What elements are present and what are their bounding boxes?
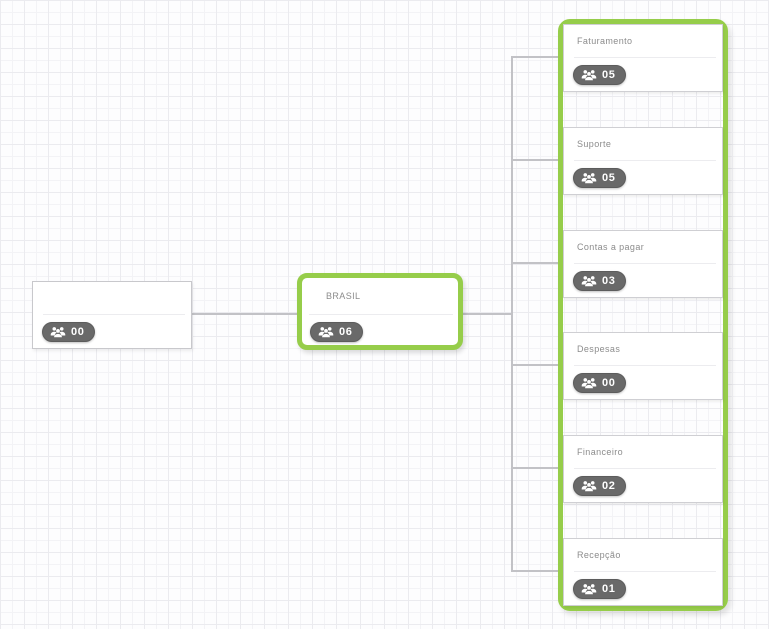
node-title: Faturamento [577,36,633,46]
member-count-badge[interactable]: 00 [42,322,96,342]
node-divider [574,365,716,366]
users-icon [581,480,597,492]
users-icon [318,326,334,338]
node-divider [574,263,716,264]
node-title-row: BRASIL [302,278,458,314]
member-count: 06 [339,326,353,338]
member-count: 03 [602,275,616,287]
node-divider [574,571,716,572]
org-node-child[interactable]: Contas a pagar 03 [563,230,723,298]
org-node-child[interactable]: Recepção 01 [563,538,723,606]
member-count: 05 [602,172,616,184]
member-count-badge[interactable]: 05 [573,65,627,85]
children-group-frame[interactable]: Faturamento 05 Suporte [558,19,728,611]
connector-branch-2 [511,159,558,161]
org-node-parent[interactable]: BRASIL 06 [297,273,463,350]
connector-branch-3 [511,262,558,264]
org-node-child[interactable]: Despesas 00 [563,332,723,400]
connector-spine [511,56,513,572]
node-title: Contas a pagar [577,242,645,252]
member-count: 00 [602,377,616,389]
node-divider [309,314,453,315]
node-title: Recepção [577,550,621,560]
users-icon [581,377,597,389]
node-title-row [33,282,191,314]
users-icon [581,172,597,184]
users-icon [50,326,66,338]
node-title: Despesas [577,344,621,354]
node-title: BRASIL [326,291,361,301]
node-divider [43,314,185,315]
member-count: 02 [602,480,616,492]
users-icon [581,275,597,287]
connector-branch-5 [511,467,558,469]
connector-parent-to-spine [463,313,511,315]
users-icon [581,69,597,81]
org-node-child[interactable]: Faturamento 05 [563,24,723,92]
org-node-child[interactable]: Suporte 05 [563,127,723,195]
node-title: Suporte [577,139,612,149]
connector-branch-4 [511,364,558,366]
member-count: 05 [602,69,616,81]
users-icon [581,583,597,595]
member-count-badge[interactable]: 06 [310,322,364,342]
member-count-badge[interactable]: 03 [573,271,627,291]
member-count-badge[interactable]: 05 [573,168,627,188]
member-count: 00 [71,326,85,338]
node-divider [574,57,716,58]
node-title: Financeiro [577,447,624,457]
member-count-badge[interactable]: 02 [573,476,627,496]
org-node-root[interactable]: 00 [32,281,192,349]
node-divider [574,160,716,161]
connector-branch-6 [511,570,558,572]
node-divider [574,468,716,469]
member-count-badge[interactable]: 01 [573,579,627,599]
connector-root-to-parent [192,313,297,315]
org-node-child[interactable]: Financeiro 02 [563,435,723,503]
member-count: 01 [602,583,616,595]
connector-branch-1 [511,56,558,58]
member-count-badge[interactable]: 00 [573,373,627,393]
